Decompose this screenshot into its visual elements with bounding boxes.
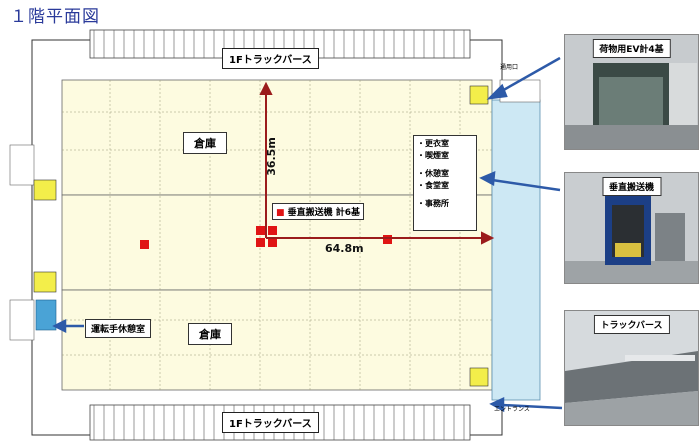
elevator-left-top: [33, 179, 57, 201]
warehouse-top-label: 倉庫: [183, 132, 227, 154]
photo-label: トラックバース: [593, 315, 670, 334]
vertical-conveyors: [140, 226, 392, 249]
elevator-right-bottom: [469, 367, 489, 387]
dim-horizontal: 64.8m: [325, 242, 364, 255]
office-strip: [491, 99, 541, 401]
driver-rest-room: [35, 299, 57, 331]
elevator-right-top: [469, 85, 489, 105]
room-item: ・事務所: [417, 199, 449, 208]
warehouse-area-bottom: [61, 289, 493, 391]
room-item: ・休憩室: [417, 169, 449, 178]
warehouse-bottom-label: 倉庫: [188, 323, 232, 345]
truck-berth-bottom-label: 1Fトラックバース: [222, 412, 319, 433]
photo-label: 荷物用EV計4基: [592, 39, 671, 58]
office-rooms-list: ・更衣室 ・喫煙室 ・休憩室 ・食堂室 ・事務所: [413, 135, 477, 231]
top-berth-lines: [93, 30, 465, 58]
conveyor-marker-icon: ■: [276, 208, 285, 218]
photo-freight-elevator: 荷物用EV計4基: [564, 34, 699, 150]
room-item: ・更衣室: [417, 139, 449, 148]
truck-berth-top-label: 1Fトラックバース: [222, 48, 319, 69]
elevator-left-bottom: [33, 271, 57, 293]
dim-vertical: 36.5m: [264, 137, 278, 176]
vertical-conveyor-label: ■ 垂直搬送機 計6基: [272, 203, 365, 220]
dimension-arrows: [259, 81, 495, 245]
page-title: １階平面図: [10, 7, 100, 27]
callout-arrows: [52, 56, 563, 413]
photo-label: 垂直搬送機: [601, 177, 662, 196]
entrance-label: エントランス: [494, 406, 530, 413]
photo-vertical-conveyor: 垂直搬送機: [564, 172, 699, 284]
entry-mark-label: 通用口: [500, 64, 519, 71]
photo-truck-berth: トラックバース: [564, 310, 699, 426]
room-item: ・喫煙室: [417, 151, 449, 160]
conveyor-photo-graphic: [565, 173, 698, 283]
driver-rest-label: 運転手休憩室: [85, 319, 152, 338]
elevator-photo-graphic: [565, 35, 698, 149]
room-item: ・食堂室: [417, 181, 449, 190]
